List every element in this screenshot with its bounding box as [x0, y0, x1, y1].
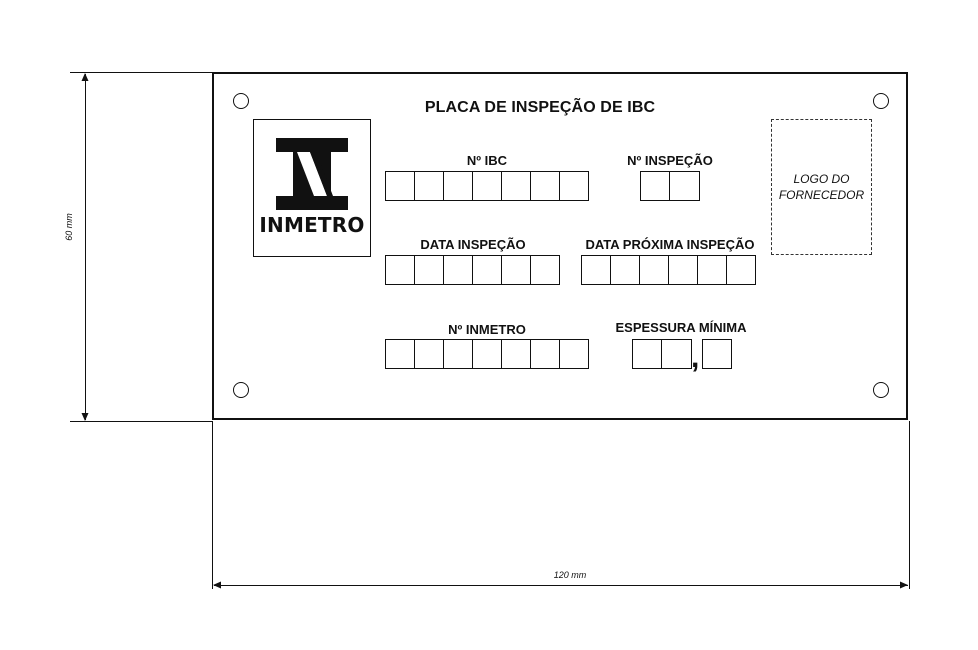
next-inspection-date-boxes[interactable]	[581, 255, 756, 285]
mounting-hole-bottom-right	[873, 382, 889, 398]
width-extension-left	[212, 421, 213, 589]
next-inspection-date-label: DATA PRÓXIMA INSPEÇÃO	[585, 237, 755, 252]
inmetro-logo-icon	[276, 138, 348, 210]
height-dimension-label: 60 mm	[64, 213, 74, 241]
mounting-hole-bottom-left	[233, 382, 249, 398]
supplier-logo-label: LOGO DO FORNECEDOR	[778, 172, 865, 202]
width-extension-right	[909, 421, 910, 589]
ibc-number-boxes[interactable]	[385, 171, 589, 201]
min-thickness-integer-boxes[interactable]	[632, 339, 692, 369]
min-thickness-decimal-boxes[interactable]	[702, 339, 732, 369]
height-dimension-line	[85, 74, 86, 420]
inspection-number-boxes[interactable]	[640, 171, 700, 201]
min-thickness-decimal-comma: ,	[691, 341, 700, 374]
plate-title: PLACA DE INSPEÇÃO DE IBC	[424, 99, 656, 116]
inspection-date-boxes[interactable]	[385, 255, 560, 285]
width-dimension-line	[214, 585, 908, 586]
supplier-logo-placeholder: LOGO DO FORNECEDOR	[771, 119, 872, 255]
width-dimension-label: 120 mm	[553, 570, 587, 580]
mounting-hole-top-right	[873, 93, 889, 109]
inspection-date-label: DATA INSPEÇÃO	[420, 237, 526, 252]
min-thickness-label: ESPESSURA MÍNIMA	[615, 320, 747, 335]
inspection-number-label: Nº INSPEÇÃO	[627, 153, 713, 168]
inmetro-number-label: Nº INMETRO	[448, 322, 526, 337]
inmetro-logo	[253, 119, 371, 257]
inmetro-number-boxes[interactable]	[385, 339, 589, 369]
inmetro-logo-text: INMETRO	[259, 213, 365, 237]
ibc-number-label: Nº IBC	[466, 153, 508, 168]
mounting-hole-top-left	[233, 93, 249, 109]
inspection-plate	[212, 72, 908, 420]
height-extension-top	[70, 72, 212, 73]
height-extension-bottom	[70, 421, 212, 422]
